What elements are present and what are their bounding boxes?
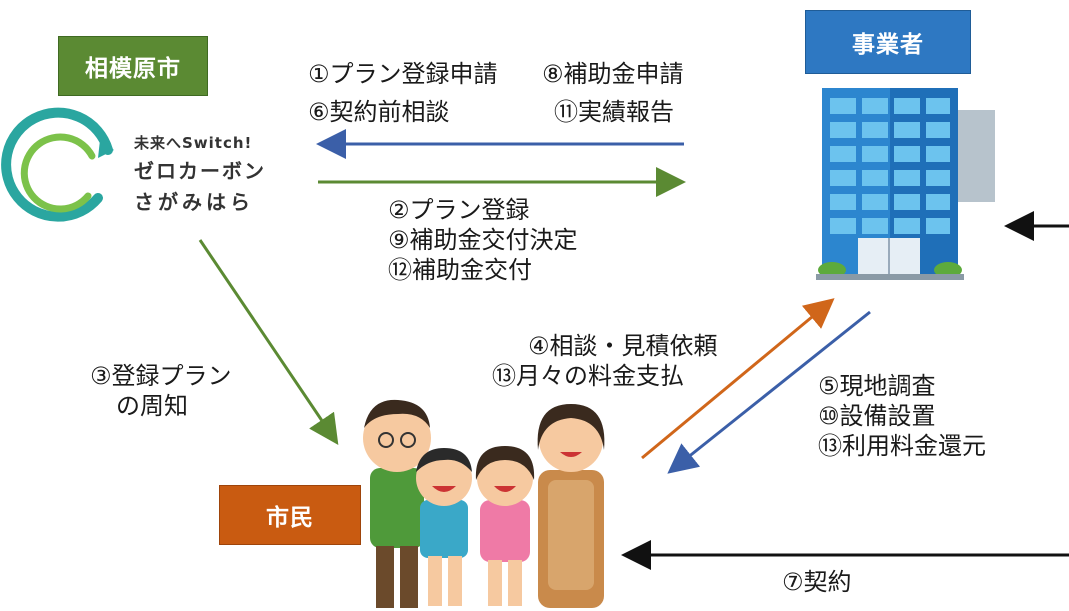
business-label-box: 事業者 bbox=[805, 10, 971, 74]
flow-label-plan-application: ①プラン登録申請 bbox=[308, 60, 498, 88]
zero-carbon-logo-icon bbox=[1, 107, 114, 222]
arrow-citizen-to-business bbox=[641, 298, 835, 460]
city-label-box: 相模原市 bbox=[58, 36, 208, 96]
flow-label-subsidy-decision: ⑨補助金交付決定 bbox=[388, 226, 578, 254]
flow-label-monthly-payment: ⑬月々の料金支払 bbox=[492, 362, 684, 390]
logo-line-1: 未来へSwitch! bbox=[134, 134, 253, 152]
family-icon bbox=[363, 399, 605, 608]
flow-label-site-survey: ⑤現地調査 bbox=[818, 372, 936, 400]
office-building-icon bbox=[816, 88, 995, 280]
flow-label-registered-plan: ③登録プラン bbox=[90, 362, 232, 390]
flow-label-plan-registration: ②プラン登録 bbox=[388, 196, 530, 224]
logo-text: 未来へSwitch! ゼロカーボン さがみはら bbox=[134, 132, 266, 215]
flow-label-subsidy-application: ⑧補助金申請 bbox=[542, 60, 684, 88]
city-label: 相模原市 bbox=[85, 56, 181, 82]
citizen-label: 市民 bbox=[266, 505, 314, 531]
logo-line-3: さがみはら bbox=[134, 190, 254, 214]
flow-label-consultation-quote: ④相談・見積依頼 bbox=[528, 332, 718, 360]
flow-label-pre-contract-consultation: ⑥契約前相談 bbox=[308, 98, 450, 126]
business-label: 事業者 bbox=[852, 32, 924, 58]
flow-label-results-report: ⑪実績報告 bbox=[554, 98, 674, 126]
arrow-business-to-citizen bbox=[667, 310, 871, 474]
arrow-city-to-citizen bbox=[198, 239, 339, 445]
logo-line-2: ゼロカーボン bbox=[134, 159, 266, 183]
citizen-label-box: 市民 bbox=[219, 485, 361, 545]
flow-label-announcement: の周知 bbox=[116, 392, 188, 420]
flow-label-subsidy-grant: ⑫補助金交付 bbox=[388, 256, 532, 284]
flow-label-equipment-install: ⑩設備設置 bbox=[818, 402, 936, 430]
flow-label-fee-refund: ⑬利用料金還元 bbox=[818, 432, 986, 460]
flow-label-contract: ⑦契約 bbox=[782, 568, 852, 596]
